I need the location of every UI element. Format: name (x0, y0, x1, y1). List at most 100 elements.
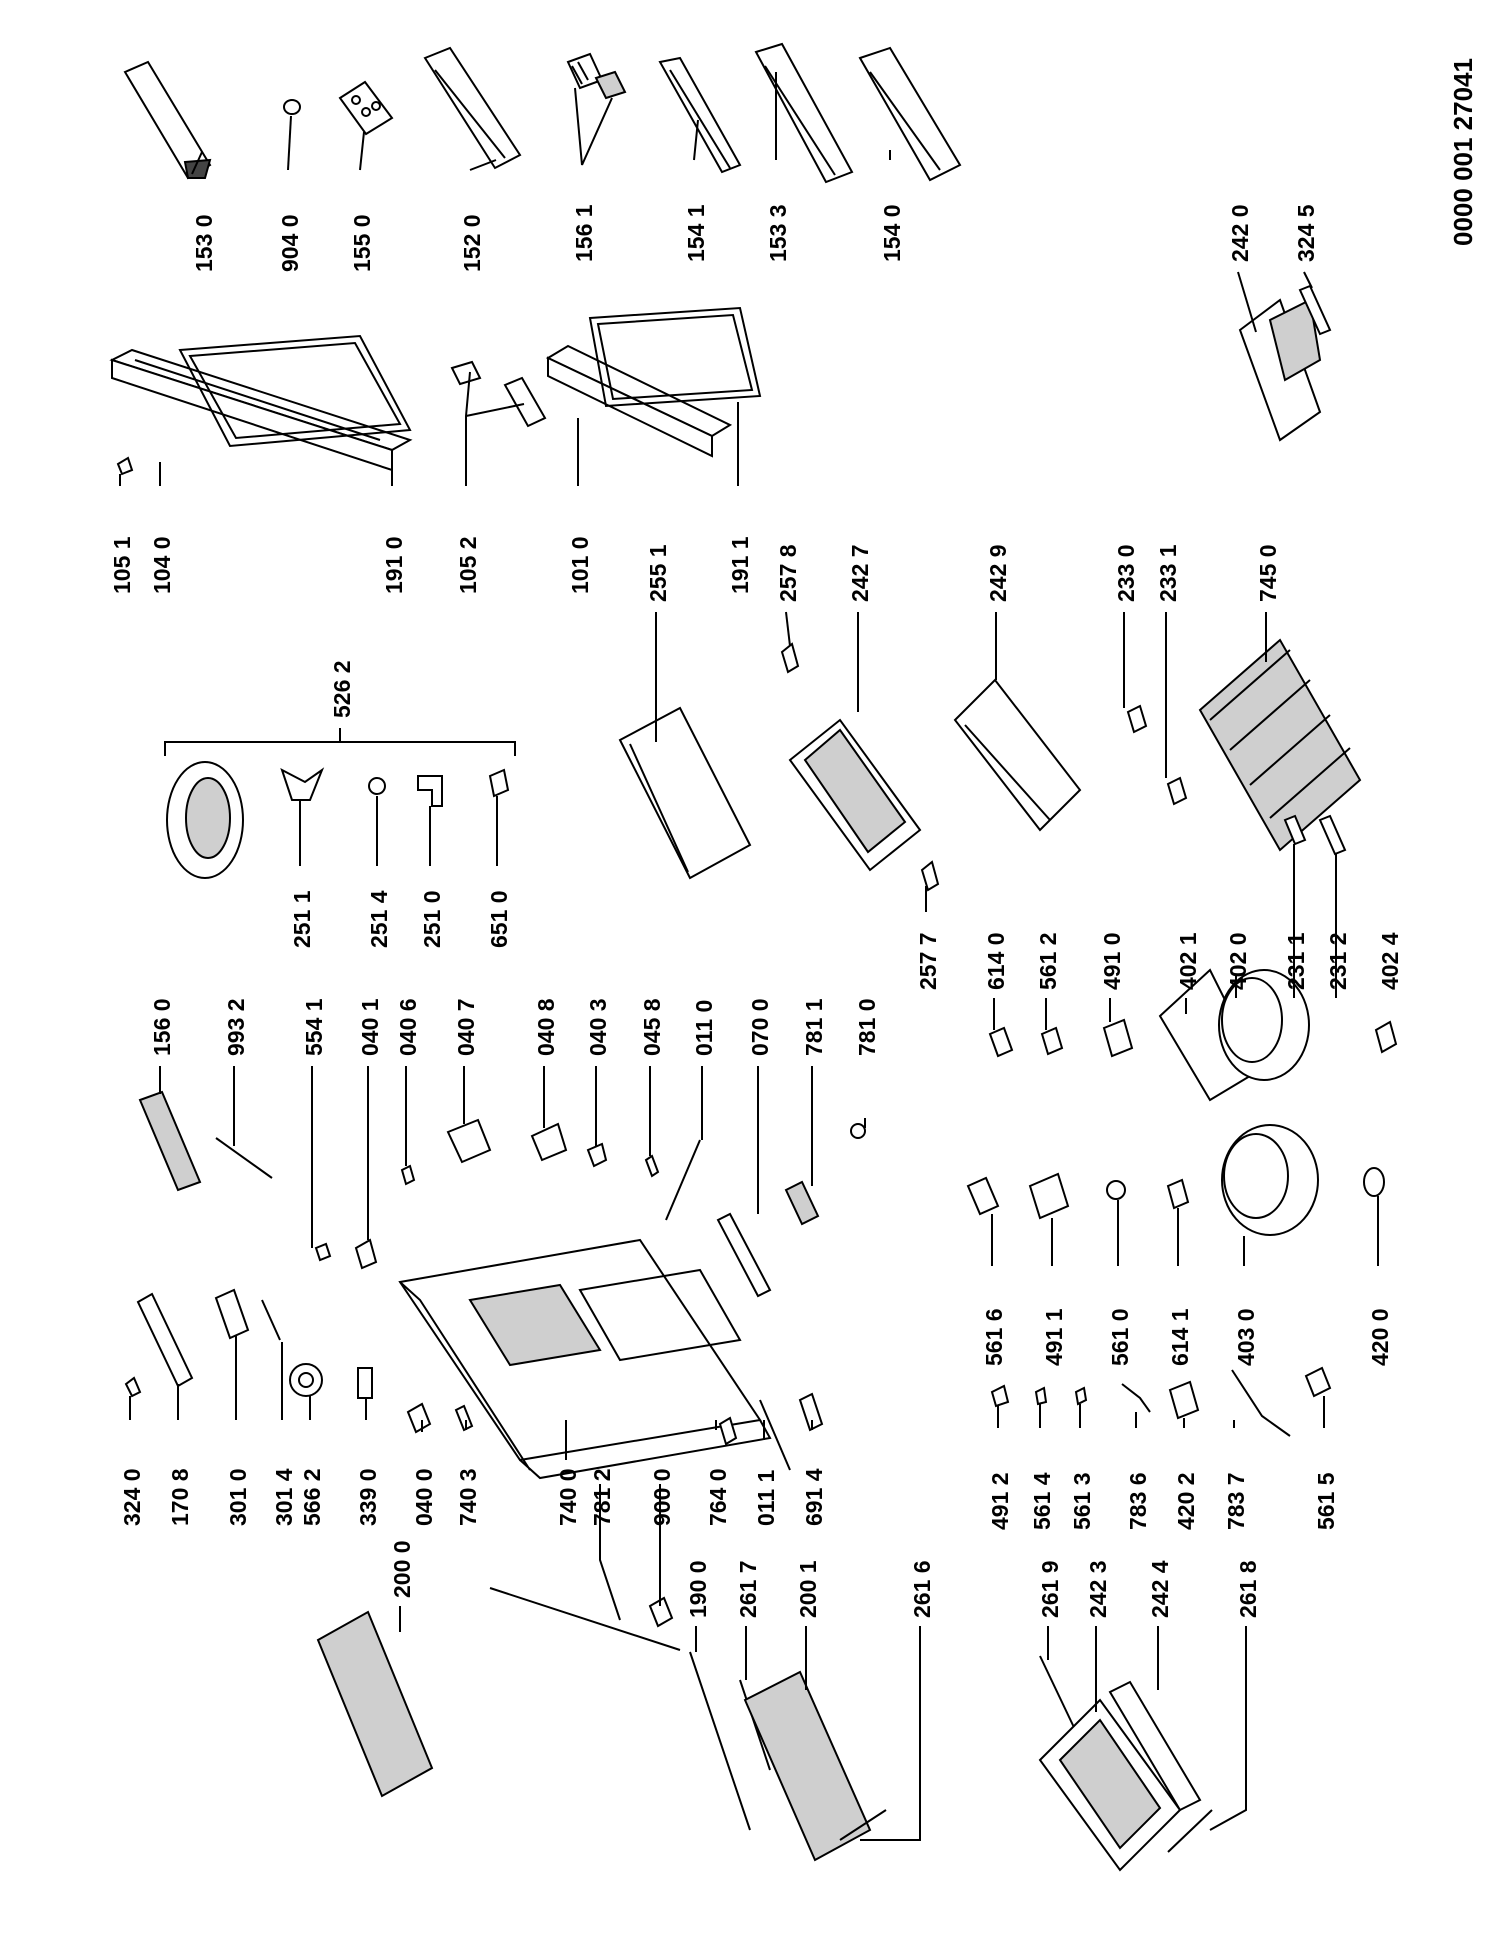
part-783-6-wire (1121, 1383, 1151, 1413)
part-242-9-crisper-drawer (953, 678, 1082, 832)
label-242-3: 242 3 (1085, 1560, 1111, 1618)
part-190-0-trim (689, 1651, 751, 1831)
part-491-0-cover (1102, 1018, 1134, 1058)
part-257-7-clip (920, 860, 940, 892)
part-993-2-cable (215, 1137, 273, 1179)
part-200-1-wire-shelf (743, 1670, 872, 1862)
label-491-0: 491 0 (1099, 932, 1125, 990)
label-070-0: 070 0 (747, 998, 773, 1056)
label-251-1: 251 1 (289, 890, 315, 948)
part-261-8-rail (1167, 1809, 1213, 1853)
label-781-2: 781 2 (589, 1468, 615, 1526)
part-152-0-door-bin (423, 46, 522, 170)
part-191-0-upper-door-gasket (178, 334, 412, 448)
label-154-1: 154 1 (683, 204, 709, 262)
label-561-2: 561 2 (1035, 932, 1061, 990)
label-153-3: 153 3 (765, 204, 791, 262)
label-554-1: 554 1 (301, 998, 327, 1056)
label-040-1: 040 1 (357, 998, 383, 1056)
part-231-1-bracket (1283, 814, 1307, 846)
label-261-8: 261 8 (1235, 1560, 1261, 1618)
part-105-2-hinge-set (450, 360, 547, 428)
part-783-7-wire (1231, 1369, 1291, 1437)
part-614-1-part (1166, 1178, 1190, 1210)
label-011-1: 011 1 (753, 1470, 779, 1526)
part-242-3-drawer (1038, 1698, 1182, 1872)
label-491-1: 491 1 (1041, 1308, 1067, 1366)
part-242-7-crisper-drawer (788, 718, 922, 872)
label-261-6: 261 6 (909, 1560, 935, 1618)
part-104-0-upper-door (109, 348, 413, 472)
part-261-6-rail (839, 1809, 887, 1841)
label-324-5: 324 5 (1293, 204, 1319, 262)
label-152-0: 152 0 (459, 214, 485, 272)
part-200-0-wire-shelf (316, 1610, 434, 1798)
part-101-0-lower-door (545, 344, 733, 458)
part-561-5-part (1304, 1366, 1332, 1398)
label-255-1: 255 1 (645, 544, 671, 602)
label-301-0: 301 0 (225, 1468, 251, 1526)
part-group-526-2-light-components (166, 761, 510, 879)
part-257-8-clip (780, 642, 800, 674)
label-402-0: 402 0 (1225, 932, 1251, 990)
label-691-4: 691 4 (801, 1468, 827, 1526)
label-339-0: 339 0 (355, 1468, 381, 1526)
part-745-0-condenser (1198, 638, 1362, 852)
label-900-0: 900 0 (649, 1468, 675, 1526)
part-561-6-part (966, 1176, 1000, 1216)
part-153-3-door-bin (754, 42, 854, 184)
part-740-0-cabinet (398, 1238, 772, 1480)
part-561-0-part (1106, 1180, 1126, 1200)
label-040-6: 040 6 (395, 998, 421, 1056)
label-614-1: 614 1 (1167, 1308, 1193, 1366)
label-904-0: 904 0 (277, 214, 303, 272)
label-156-1: 156 1 (571, 204, 597, 262)
part-170-8-control-panel (136, 1292, 194, 1388)
label-651-0: 651 0 (486, 890, 512, 948)
part-324-5-small-cover (1298, 284, 1332, 336)
label-242-0: 242 0 (1227, 204, 1253, 262)
part-040-1-part (354, 1238, 378, 1270)
label-561-5: 561 5 (1313, 1472, 1339, 1530)
part-231-2-bracket (1318, 814, 1347, 856)
label-420-0: 420 0 (1367, 1308, 1393, 1366)
label-233-0: 233 0 (1113, 544, 1139, 602)
part-403-0-compressor (1221, 1124, 1319, 1236)
part-040-6-part (400, 1164, 416, 1186)
part-labels: 153 0 904 0 155 0 152 0 156 1 154 1 153 … (109, 58, 1478, 1618)
label-242-7: 242 7 (847, 544, 873, 602)
label-153-0: 153 0 (191, 214, 217, 272)
label-561-3: 561 3 (1069, 1472, 1095, 1530)
part-301-0-thermostat (214, 1288, 250, 1340)
label-781-1: 781 1 (801, 998, 827, 1056)
part-420-2-bracket (1168, 1380, 1200, 1420)
label-233-1: 233 1 (1155, 544, 1181, 602)
part-566-2-fan (289, 1363, 323, 1397)
part-255-1-glass-shelf (618, 706, 752, 880)
part-154-1-shelf-rail (658, 56, 742, 174)
label-105-2: 105 2 (455, 536, 481, 594)
label-745-0: 745 0 (1255, 544, 1281, 602)
label-561-0: 561 0 (1107, 1308, 1133, 1366)
label-170-8: 170 8 (167, 1468, 193, 1526)
label-993-2: 993 2 (223, 998, 249, 1056)
label-242-4: 242 4 (1147, 1560, 1173, 1618)
part-154-0-door-bin (858, 46, 962, 182)
label-402-1: 402 1 (1175, 932, 1201, 990)
part-233-1-foot (1166, 776, 1188, 806)
part-691-4-part (798, 1392, 824, 1432)
label-614-0: 614 0 (983, 932, 1009, 990)
part-402-0-compressor (1218, 969, 1310, 1081)
part-764-0-part (718, 1416, 738, 1446)
label-261-7: 261 7 (735, 1560, 761, 1618)
label-group-526-2: 526 2 (329, 660, 355, 718)
part-740-3-part (454, 1404, 474, 1432)
label-045-8: 045 8 (639, 998, 665, 1056)
label-200-1: 200 1 (795, 1560, 821, 1618)
label-200-0: 200 0 (389, 1540, 415, 1598)
label-491-2: 491 2 (987, 1472, 1013, 1530)
label-261-9: 261 9 (1037, 1560, 1063, 1618)
part-324-0-small-part (124, 1376, 142, 1398)
label-740-3: 740 3 (455, 1468, 481, 1526)
